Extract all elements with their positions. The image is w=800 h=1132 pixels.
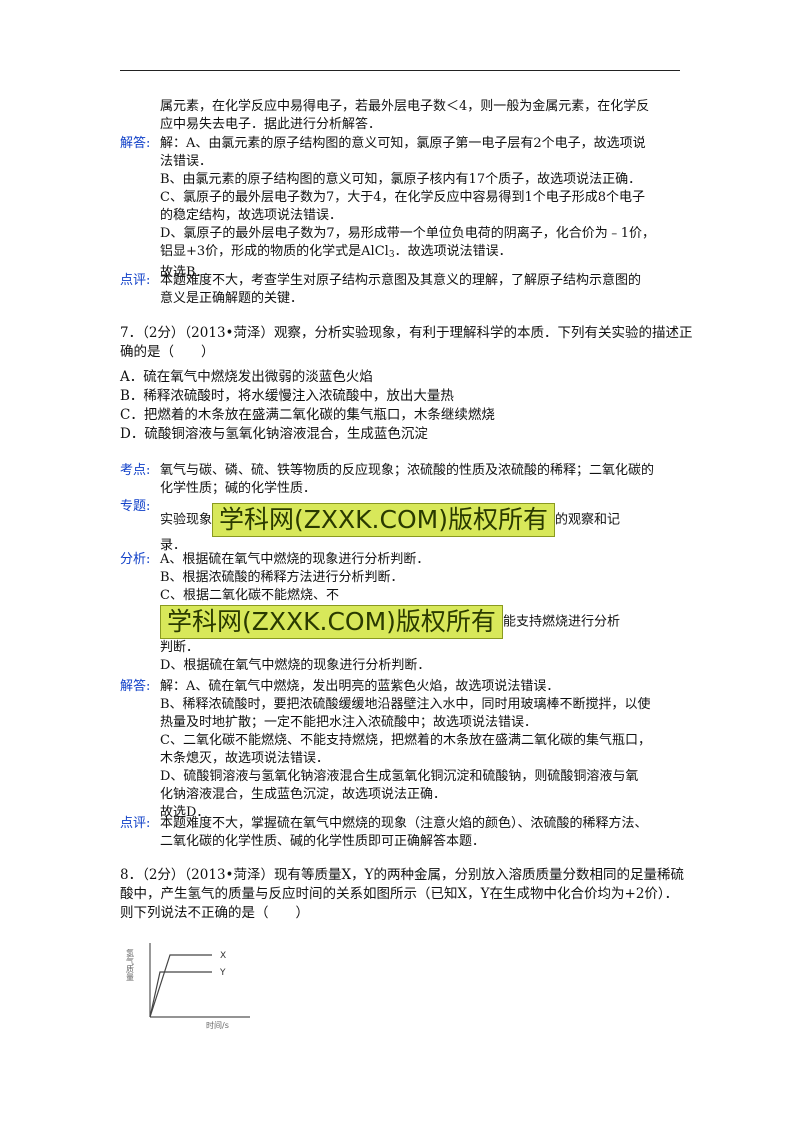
option-a: A．硫在氧气中燃烧发出微弱的淡蓝色火焰 bbox=[120, 369, 373, 385]
prev-answer: 解答: 解：A、由氯元素的原子结构图的意义可知，氯原子第一电子层有2个电子，故选… bbox=[120, 135, 690, 282]
answer-label: 解答: bbox=[120, 136, 151, 151]
comment-label: 点评: bbox=[120, 273, 151, 288]
q7-comment: 点评: 本题难度不大，掌握硫在氧气中燃烧的现象（注意火焰的颜色）、浓硫酸的稀释方… bbox=[120, 816, 648, 849]
hydrogen-time-graph: 氢气质量 X Y 时间/s bbox=[126, 943, 250, 1030]
series-x-label: X bbox=[220, 951, 226, 961]
watermark: 学科网(ZXXK.COM)版权所有 bbox=[160, 605, 503, 639]
question-7-options: A．硫在氧气中燃烧发出微弱的淡蓝色火焰 B．稀释浓硫酸时，将水缓慢注入浓硫酸中，… bbox=[120, 368, 690, 444]
header-rule bbox=[120, 70, 680, 71]
prev-analysis-tail: 属元素，在化学反应中易得电子，若最外层电子数＜4，则一般为金属元素，在化学反 应… bbox=[160, 99, 650, 132]
watermark: 学科网(ZXXK.COM)版权所有 bbox=[212, 503, 555, 537]
q7-topic: 专题: bbox=[120, 499, 151, 514]
y-axis-label: 氢气质量 bbox=[126, 948, 135, 981]
question-8-stem: 8．（2分）（2013•菏泽）现有等质量X，Y的两种金属，分别放入溶质质量分数相… bbox=[120, 867, 685, 921]
prev-comment: 点评: 本题难度不大，考查学生对原子结构示意图及其意义的理解，了解原子结构示意图… bbox=[120, 273, 642, 306]
option-d: D．硫酸铜溶液与氢氧化钠溶液混合，生成蓝色沉淀 bbox=[120, 426, 428, 442]
question-7-stem: 7．（2分）（2013•菏泽）观察，分析实验现象，有利于理解科学的本质．下列有关… bbox=[120, 325, 693, 360]
q7-topic-body: 实验现象学科网(ZXXK.COM)版权所有的观察和记 录． bbox=[160, 503, 620, 553]
q7-analysis-watermark-line: 学科网(ZXXK.COM)版权所有能支持燃烧进行分析 判断． D、根据硫在氧气中… bbox=[160, 605, 620, 673]
q7-answer: 解答: 解：A、硫在氧气中燃烧，发出明亮的蓝紫色火焰，故选项说法错误． B、稀释… bbox=[120, 679, 651, 820]
q7-analysis: 分析: A、根据硫在氧气中燃烧的现象进行分析判断． B、根据浓硫酸的稀释方法进行… bbox=[120, 552, 430, 603]
x-axis-label: 时间/s bbox=[206, 1020, 229, 1030]
series-x-line bbox=[149, 954, 212, 1018]
series-y-label: Y bbox=[219, 968, 226, 978]
series-y-line bbox=[149, 971, 212, 1018]
formula-line: 铝显+3价，形成的物质的化学式是AlCl3．故选项说法错误． bbox=[160, 244, 512, 260]
option-b: B．稀释浓硫酸时，将水缓慢注入浓硫酸中，放出大量热 bbox=[120, 388, 454, 404]
option-c: C．把燃着的木条放在盛满二氧化碳的集气瓶口，木条继续燃烧 bbox=[120, 407, 495, 423]
q7-point: 考点: 氧气与碳、磷、硫、铁等物质的反应现象；浓硫酸的性质及浓硫酸的稀释；二氧化… bbox=[120, 463, 655, 496]
